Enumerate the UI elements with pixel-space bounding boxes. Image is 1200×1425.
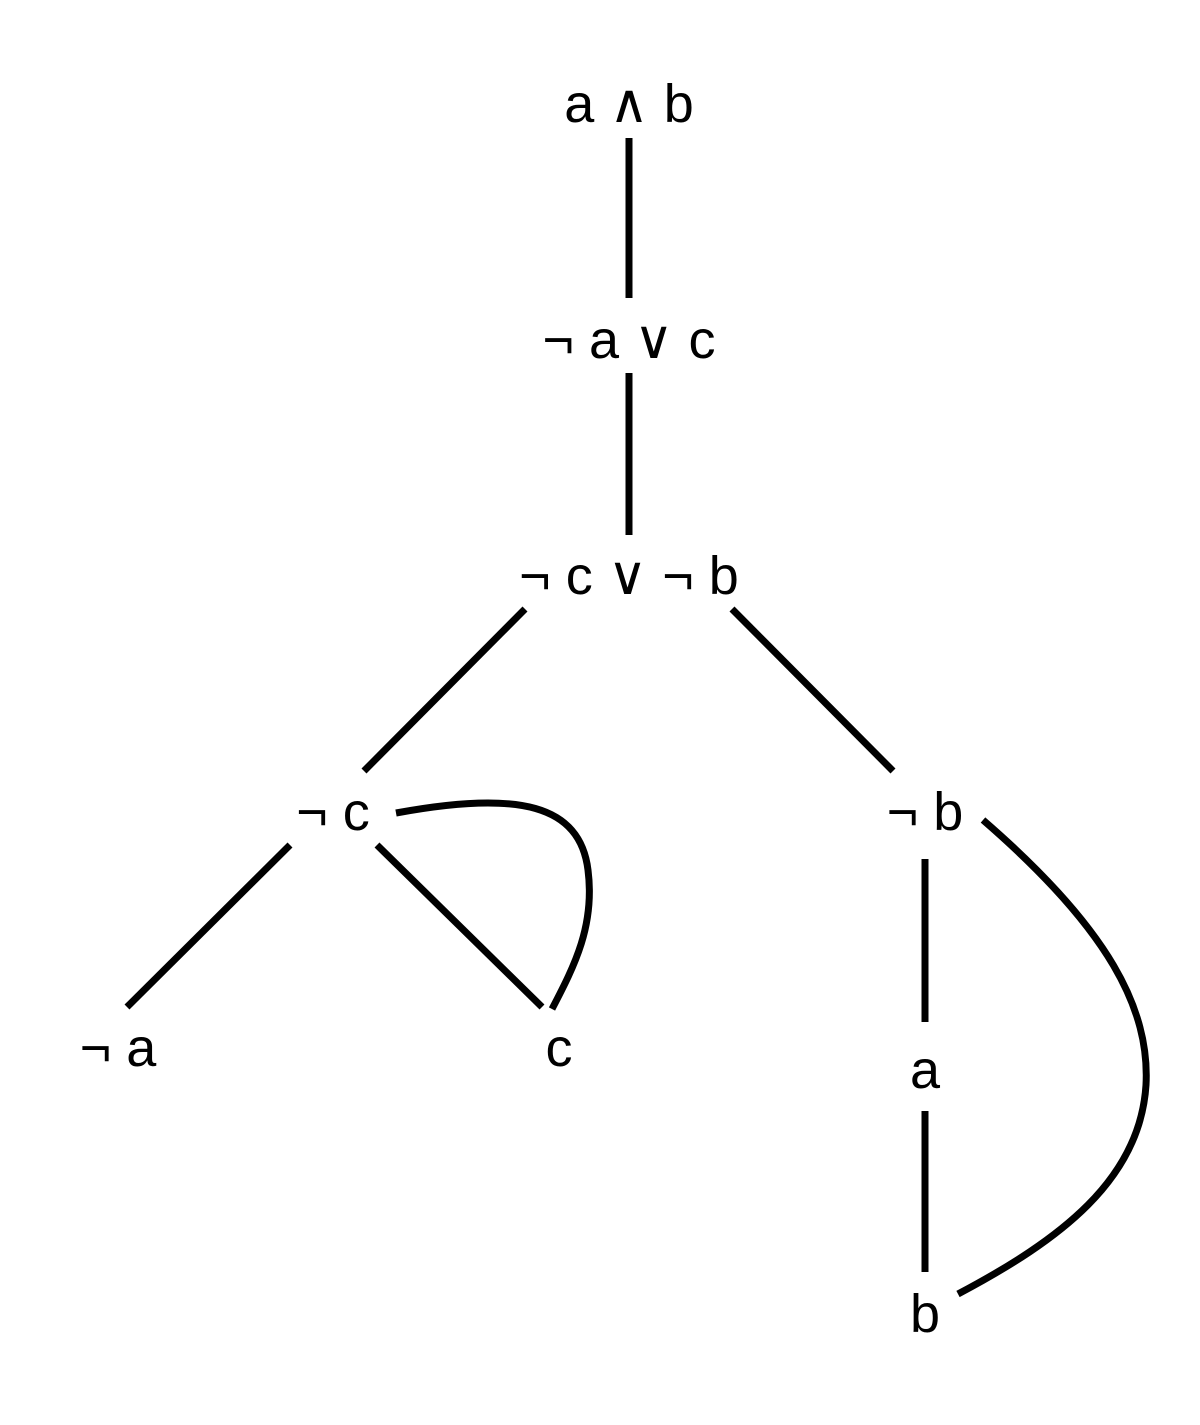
edge-n4-to-n7	[374, 842, 545, 1010]
edge-n3-to-n4	[361, 606, 528, 774]
edge-n4-to-n6	[124, 842, 293, 1010]
node-n6: ¬ a	[80, 1018, 158, 1078]
node-n8: a	[910, 1040, 941, 1100]
node-n2: ¬ a ∨ c	[542, 310, 715, 370]
node-root: a ∧ b	[564, 74, 694, 134]
curved-edge-n4-to-n7	[395, 799, 593, 1011]
node-n7: c	[546, 1018, 573, 1078]
node-n3: ¬ c ∨ ¬ b	[519, 546, 739, 606]
node-n9: b	[910, 1284, 940, 1344]
edge-n3-to-n5	[729, 606, 896, 774]
node-n5: ¬ b	[887, 782, 964, 842]
node-n4: ¬ c	[296, 782, 370, 842]
curved-edge-n5-to-n9	[956, 817, 1150, 1298]
